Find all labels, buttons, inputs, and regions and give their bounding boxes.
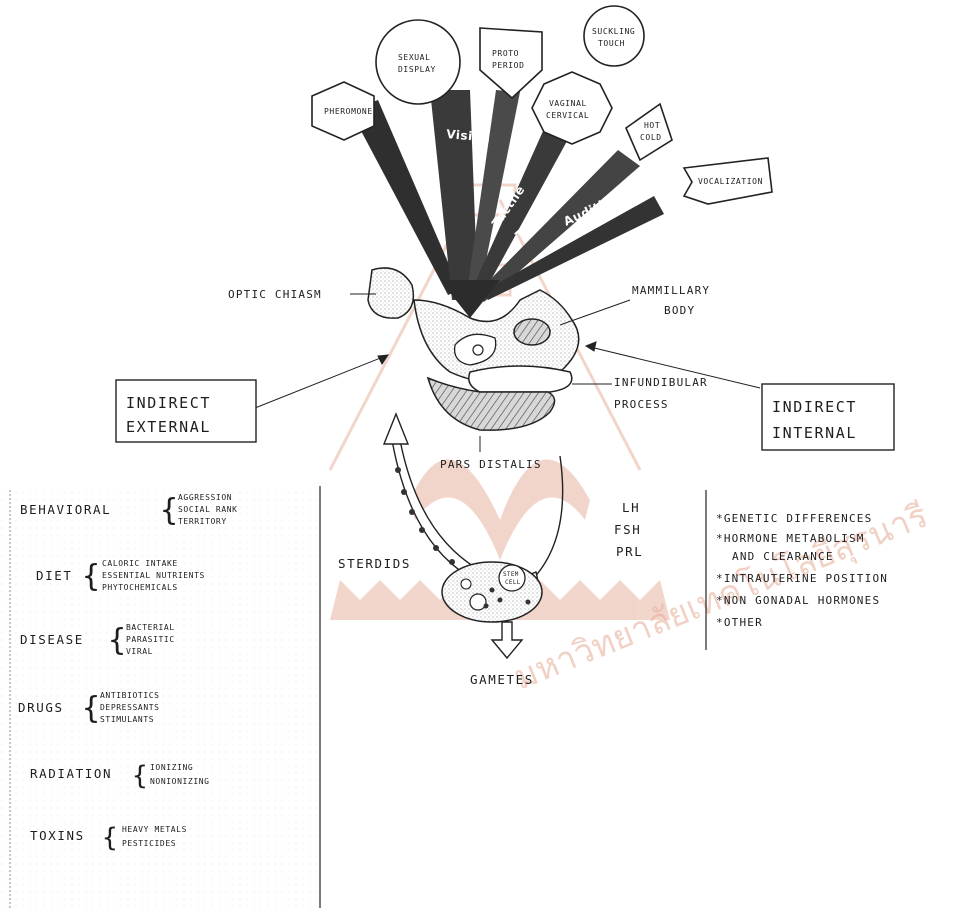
svg-text:AGGRESSION: AGGRESSION (178, 493, 232, 502)
cervical-label: CERVICAL (546, 111, 589, 120)
svg-text:TERRITORY: TERRITORY (178, 517, 227, 526)
internal-factor-hormone: *HORMONE METABOLISM (716, 532, 865, 545)
steroids-label: STERDIDS (338, 556, 411, 571)
pars-distalis-label: PARS DISTALIS (440, 458, 542, 471)
hot-label: HOT (644, 121, 660, 130)
svg-text:DEPRESSANTS: DEPRESSANTS (100, 703, 160, 712)
svg-text:BACTERIAL: BACTERIAL (126, 623, 175, 632)
svg-text:SOCIAL RANK: SOCIAL RANK (178, 505, 238, 514)
suckling-touch-circle (584, 6, 644, 66)
infundibular-label-2: PROCESS (614, 398, 669, 411)
svg-text:DIET: DIET (36, 568, 73, 583)
internal-factor-nongonadal: *NON GONADAL HORMONES (716, 594, 880, 607)
svg-text:CALORIC INTAKE: CALORIC INTAKE (102, 559, 178, 568)
internal-factor-genetic: *GENETIC DIFFERENCES (716, 512, 872, 525)
svg-text:DRUGS: DRUGS (18, 700, 64, 715)
svg-text:STIMULANTS: STIMULANTS (100, 715, 154, 724)
svg-text:{: { (82, 691, 100, 726)
lh-label: LH (622, 500, 640, 515)
svg-text:{: { (160, 493, 178, 528)
indirect-external-line1: INDIRECT (126, 394, 211, 412)
svg-text:HEAVY METALS: HEAVY METALS (122, 825, 187, 834)
pheromone-label: PHEROMONE (324, 107, 373, 116)
internal-factor-clearance: AND CLEARANCE (732, 550, 834, 563)
optic-chiasm-label: OPTIC CHIASM (228, 288, 322, 301)
display-label: DISPLAY (398, 65, 436, 74)
mammillary-body (514, 319, 550, 345)
svg-text:RADIATION: RADIATION (30, 766, 112, 781)
fsh-label: FSH (614, 522, 641, 537)
svg-text:IONIZING: IONIZING (150, 763, 193, 772)
svg-text:NONIONIZING: NONIONIZING (150, 777, 210, 786)
svg-text:BEHAVIORAL: BEHAVIORAL (20, 502, 111, 517)
cold-label: COLD (640, 133, 662, 142)
sexual-label: SEXUAL (398, 53, 431, 62)
period-label: PERIOD (492, 61, 525, 70)
svg-text:ESSENTIAL NUTRIENTS: ESSENTIAL NUTRIENTS (102, 571, 205, 580)
feedback-arrows (384, 414, 563, 658)
svg-text:PESTICIDES: PESTICIDES (122, 839, 176, 848)
svg-text:{: { (132, 761, 148, 791)
suckling-label: SUCKLING (592, 27, 635, 36)
gonad (442, 562, 542, 622)
svg-text:ANTIBIOTICS: ANTIBIOTICS (100, 691, 160, 700)
internal-factor-intrauterine: *INTRAUTERINE POSITION (716, 572, 888, 585)
internal-factor-other: *OTHER (716, 616, 763, 629)
svg-text:DISEASE: DISEASE (20, 632, 84, 647)
stem-label: STEM (503, 571, 519, 578)
svg-text:{: { (108, 623, 126, 658)
svg-text:PARASITIC: PARASITIC (126, 635, 175, 644)
infundibular-process (469, 366, 572, 392)
vaginal-label: VAGINAL (549, 99, 587, 108)
touch-label: TOUCH (598, 39, 625, 48)
proto-label: PROTO (492, 49, 519, 58)
gametes-label: GAMETES (470, 672, 534, 687)
svg-text:PHYTOCHEMICALS: PHYTOCHEMICALS (102, 583, 178, 592)
svg-text:TOXINS: TOXINS (30, 828, 85, 843)
indirect-external-line2: EXTERNAL (126, 418, 211, 436)
prl-label: PRL (616, 544, 643, 559)
svg-text:{: { (102, 823, 118, 853)
svg-text:VIRAL: VIRAL (126, 647, 153, 656)
gamete-arrow (492, 622, 522, 658)
mammillary-label-2: BODY (664, 304, 695, 317)
indirect-internal-line1: INDIRECT (772, 398, 857, 416)
indirect-internal-line2: INTERNAL (772, 424, 857, 442)
optic-chiasm (368, 268, 413, 318)
infundibular-label-1: INFUNDIBULAR (614, 376, 708, 389)
vocalization-label: VOCALIZATION (698, 177, 763, 186)
svg-text:{: { (82, 559, 100, 594)
sexual-display-circle (376, 20, 460, 104)
hot-cold-shape (626, 104, 672, 160)
mammillary-label-1: MAMMILLARY (632, 284, 710, 297)
cell-label: CELL (505, 579, 521, 586)
